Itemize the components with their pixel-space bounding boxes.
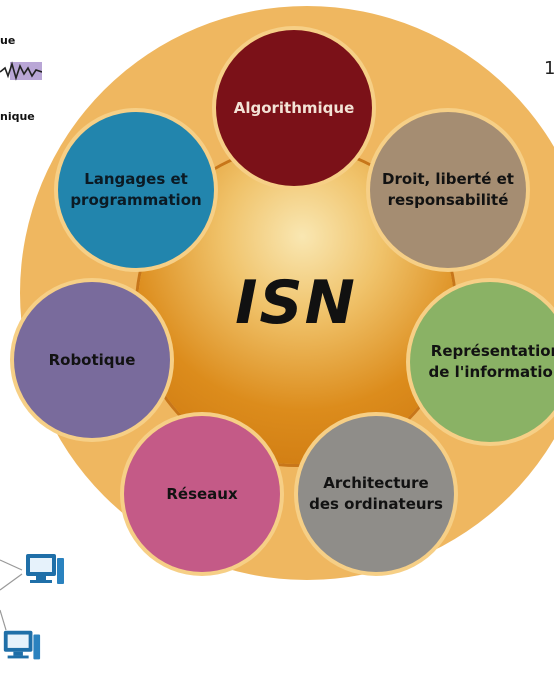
computer-icon (3, 630, 41, 660)
waveform-icon (0, 61, 42, 81)
topic-representation-information: Représentation de l'information (410, 282, 554, 442)
computer-icon (26, 554, 64, 584)
topic-label: Représentation de l'information (428, 342, 554, 381)
topic-langages-programmation: Langages et programmation (58, 112, 214, 268)
topic-robotique: Robotique (14, 282, 170, 438)
topic-droit-liberte-responsabilite: Droit, liberté et responsabilité (370, 112, 526, 268)
topic-label: Architecture des ordinateurs (309, 474, 443, 513)
cropped-number: 1 (544, 58, 554, 79)
topic-label: Réseaux (166, 484, 238, 503)
topic-label: Algorithmique (233, 98, 355, 117)
cropped-text-top: ue (0, 34, 16, 47)
topic-label: Robotique (48, 350, 136, 369)
topic-architecture-ordinateurs: Architecture des ordinateurs (298, 416, 454, 572)
topic-reseaux: Réseaux (124, 416, 280, 572)
topic-algorithmique: Algorithmique (216, 30, 372, 186)
cropped-text-mid: nique (0, 110, 35, 123)
network-lines (0, 559, 23, 631)
topic-label: Droit, liberté et responsabilité (382, 170, 514, 209)
center-title: ISN (235, 268, 357, 338)
topic-label: Langages et programmation (70, 170, 202, 209)
